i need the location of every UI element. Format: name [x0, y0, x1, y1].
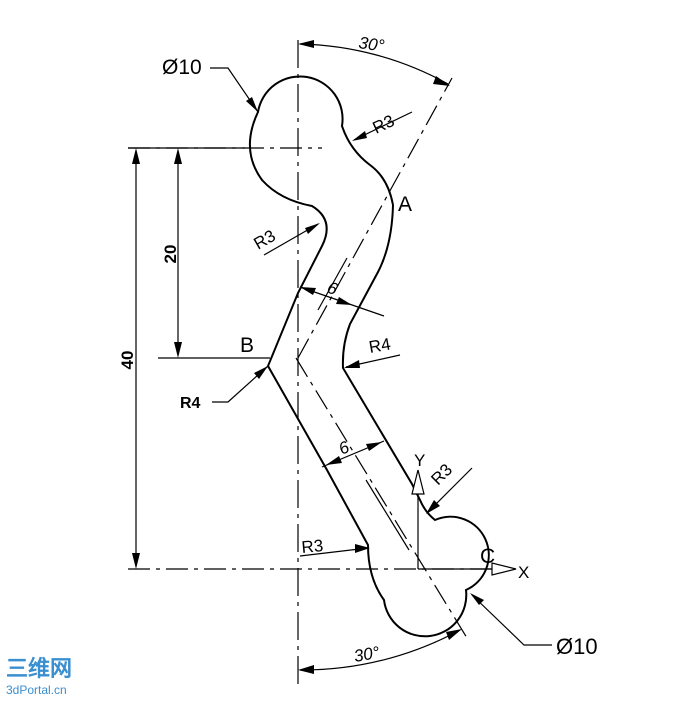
width-lower-arrow-right	[366, 442, 382, 451]
r3-bottom-right-arrow	[426, 500, 440, 514]
point-a-label: A	[398, 193, 412, 216]
r3-bottom-right-label: R3	[427, 460, 456, 489]
part-outline	[248, 75, 490, 638]
width-lower-label: 6	[336, 437, 353, 458]
dim40-arrow-bottom	[132, 553, 140, 569]
angle-bottom-arc	[299, 629, 461, 671]
angle-bottom-arrow-left	[298, 665, 314, 674]
upper-arm-inner-line	[317, 257, 348, 311]
r3-bottom-left-label: R3	[301, 536, 324, 557]
angle-top-arc	[299, 43, 449, 85]
width-upper-label: 6	[325, 278, 341, 299]
dia-top-arrow	[246, 97, 258, 112]
dim-20-label: 20	[161, 245, 180, 264]
r4-right-arrow	[344, 360, 360, 368]
axis-y-label: Y	[414, 451, 425, 470]
r4-left-arrow	[254, 366, 268, 379]
r3-top-right-arrow	[352, 131, 367, 141]
width-upper-arrow-right	[336, 297, 352, 305]
dia-bottom-label: Ø10	[556, 634, 598, 659]
dia-bottom-arrow	[470, 593, 484, 605]
dim20-arrow-top	[174, 148, 182, 164]
width-lower-arrow-left	[326, 456, 342, 465]
lower-arm-inner-line	[365, 479, 410, 551]
dia-top-label: Ø10	[162, 56, 202, 79]
r3-left-middle-arrow	[305, 223, 320, 234]
x-axis-arrow	[491, 562, 517, 576]
dim-40-label: 40	[118, 351, 137, 370]
angle-top-arrow-left	[298, 40, 314, 48]
dia-bottom-leader	[471, 594, 552, 646]
y-axis-arrow	[411, 469, 425, 495]
width-upper-arrow-left	[300, 287, 316, 295]
r4-left-label: R4	[180, 395, 201, 412]
point-b-label: B	[240, 334, 254, 357]
dim20-arrow-bottom	[174, 342, 182, 358]
r4-right-label: R4	[367, 334, 392, 356]
angle-top-arrow-right	[433, 76, 450, 86]
lower-arm-center-line	[295, 357, 468, 639]
r3-bottom-left-arrow	[355, 544, 370, 553]
dim40-arrow-top	[132, 148, 140, 164]
watermark-brand-cn: 三维网	[6, 656, 72, 681]
point-c-label: C	[480, 545, 495, 568]
angle-top-label: 30°	[357, 33, 385, 55]
angle-bottom-arrow-right	[446, 629, 462, 640]
axis-x-label: X	[518, 563, 529, 582]
angle-bottom-label: 30°	[352, 643, 381, 666]
r4-left-leader	[212, 365, 269, 403]
upper-arm-center-line	[297, 77, 453, 359]
r3-top-right-label: R3	[370, 111, 398, 137]
watermark-brand-url: 3dPortal.cn	[6, 683, 67, 697]
dia-top-leader	[210, 67, 259, 113]
